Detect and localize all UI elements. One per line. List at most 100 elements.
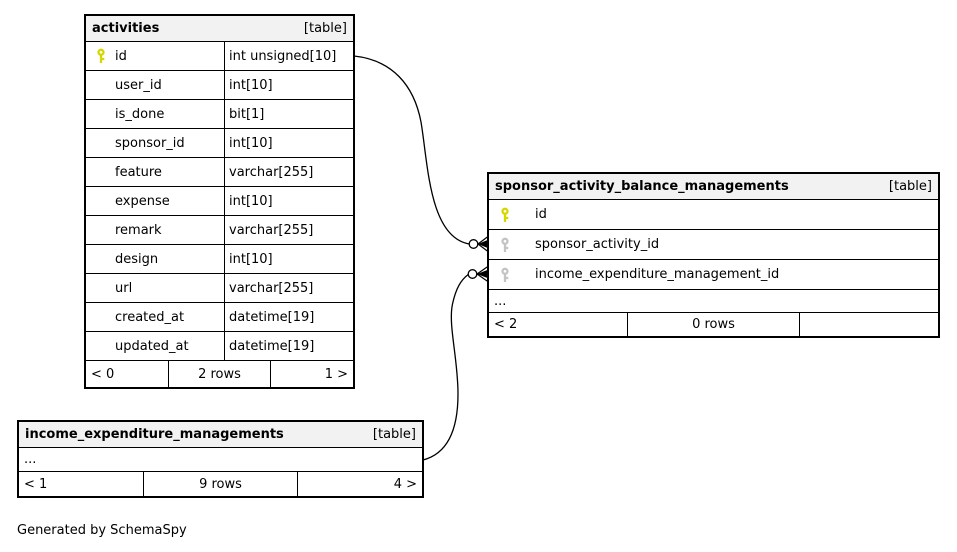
column-type: bit[1] (224, 100, 353, 128)
table-title: activities (92, 21, 160, 36)
column-name-cell: design (86, 245, 224, 273)
column-name: id (115, 48, 127, 64)
column-name: expense (115, 193, 170, 209)
hidden-columns-ellipsis: ... (489, 290, 938, 313)
key-icon-placeholder (95, 280, 107, 296)
table-footer: < 1 9 rows 4 > (19, 472, 422, 496)
key-icon-placeholder (95, 251, 107, 267)
key-icon-placeholder (95, 338, 107, 354)
relationship-curve (422, 273, 469, 461)
table-header[interactable]: activities [table] (86, 16, 353, 42)
children-count: < 2 (494, 317, 518, 332)
primary-key-icon (499, 207, 511, 223)
column-row-sponsor_activity_id[interactable]: sponsor_activity_id (489, 230, 938, 260)
children-count: < 1 (24, 476, 48, 492)
column-row-id[interactable]: id (489, 200, 938, 230)
column-type: int[10] (224, 71, 353, 99)
column-name-cell: id (489, 200, 938, 229)
table-footer: < 0 2 rows 1 > (86, 361, 353, 387)
relationship-activities-to-sponsor-activity-balance (353, 55, 491, 254)
table-type-badge: [table] (372, 427, 416, 442)
column-row-design[interactable]: design int[10] (86, 245, 353, 274)
column-list: id sponsor_activity_id income_expenditure_… (489, 200, 938, 290)
column-name: user_id (115, 77, 162, 93)
foreign-key-icon (499, 237, 511, 253)
column-name: design (115, 251, 159, 267)
children-count: < 0 (91, 366, 115, 382)
column-name-cell: sponsor_id (86, 129, 224, 157)
column-name: url (115, 280, 133, 296)
column-row-id[interactable]: id int unsigned[10] (86, 42, 353, 71)
hidden-columns-ellipsis: ... (19, 448, 422, 472)
column-type: varchar[255] (224, 216, 353, 244)
table-node-sponsor-activity-balance-managements[interactable]: sponsor_activity_balance_managements [ta… (487, 172, 940, 338)
column-list: id int unsigned[10] user_id int[10] is_done b… (86, 42, 353, 361)
column-name: id (535, 207, 547, 222)
column-name-cell: feature (86, 158, 224, 186)
foreign-key-icon (499, 267, 511, 283)
column-name-cell: expense (86, 187, 224, 215)
key-icon-placeholder (95, 135, 107, 151)
column-type: varchar[255] (224, 274, 353, 302)
column-type: int[10] (224, 187, 353, 215)
column-name: income_expenditure_management_id (535, 267, 780, 282)
column-type: varchar[255] (224, 158, 353, 186)
key-icon-placeholder (95, 193, 107, 209)
column-row-url[interactable]: url varchar[255] (86, 274, 353, 303)
primary-key-icon (95, 48, 107, 64)
table-type-badge: [table] (888, 179, 932, 194)
column-type: int[10] (224, 245, 353, 273)
column-name-cell: created_at (86, 303, 224, 331)
column-row-feature[interactable]: feature varchar[255] (86, 158, 353, 187)
column-name-cell: is_done (86, 100, 224, 128)
column-name: sponsor_activity_id (535, 237, 660, 252)
column-name: remark (115, 222, 162, 238)
column-name-cell: remark (86, 216, 224, 244)
column-row-expense[interactable]: expense int[10] (86, 187, 353, 216)
table-type-badge: [table] (303, 21, 347, 36)
zero-one-circle-icon (467, 269, 478, 279)
column-name-cell: id (86, 42, 224, 70)
parents-count (800, 313, 938, 336)
schemaspy-attribution: Generated by SchemaSpy (17, 523, 187, 538)
column-row-income_expenditure_management_id[interactable]: income_expenditure_management_id (489, 260, 938, 290)
column-name: is_done (115, 106, 165, 122)
column-row-user_id[interactable]: user_id int[10] (86, 71, 353, 100)
column-type: int unsigned[10] (224, 42, 353, 70)
parents-count: 1 > (324, 366, 349, 382)
column-name: created_at (115, 309, 185, 325)
table-footer: < 2 0 rows (489, 313, 938, 336)
key-icon-placeholder (95, 77, 107, 93)
key-icon-placeholder (95, 309, 107, 325)
key-icon-placeholder (95, 164, 107, 180)
table-header[interactable]: income_expenditure_managements [table] (19, 422, 422, 448)
column-name-cell: income_expenditure_management_id (489, 260, 938, 289)
column-name-cell: user_id (86, 71, 224, 99)
relationship-curve (353, 55, 470, 245)
column-name: feature (115, 164, 162, 180)
column-type: int[10] (224, 129, 353, 157)
table-node-income-expenditure-managements[interactable]: income_expenditure_managements [table] .… (17, 420, 424, 498)
column-row-updated_at[interactable]: updated_at datetime[19] (86, 332, 353, 361)
row-count: 0 rows (627, 313, 800, 336)
zero-one-circle-icon (468, 239, 479, 249)
table-title: income_expenditure_managements (25, 427, 284, 442)
relationship-income-expenditure-to-sponsor-activity-balance (422, 264, 491, 461)
column-row-is_done[interactable]: is_done bit[1] (86, 100, 353, 129)
key-icon-placeholder (95, 222, 107, 238)
row-count: 9 rows (143, 472, 298, 496)
table-header[interactable]: sponsor_activity_balance_managements [ta… (489, 174, 938, 200)
table-title: sponsor_activity_balance_managements (495, 179, 789, 194)
parents-count: 4 > (393, 476, 417, 492)
column-type: datetime[19] (224, 332, 353, 360)
key-icon-placeholder (95, 106, 107, 122)
column-name-cell: url (86, 274, 224, 302)
row-count: 2 rows (168, 361, 271, 387)
column-name: updated_at (115, 338, 189, 354)
column-row-remark[interactable]: remark varchar[255] (86, 216, 353, 245)
column-name-cell: sponsor_activity_id (489, 230, 938, 259)
column-name-cell: updated_at (86, 332, 224, 360)
